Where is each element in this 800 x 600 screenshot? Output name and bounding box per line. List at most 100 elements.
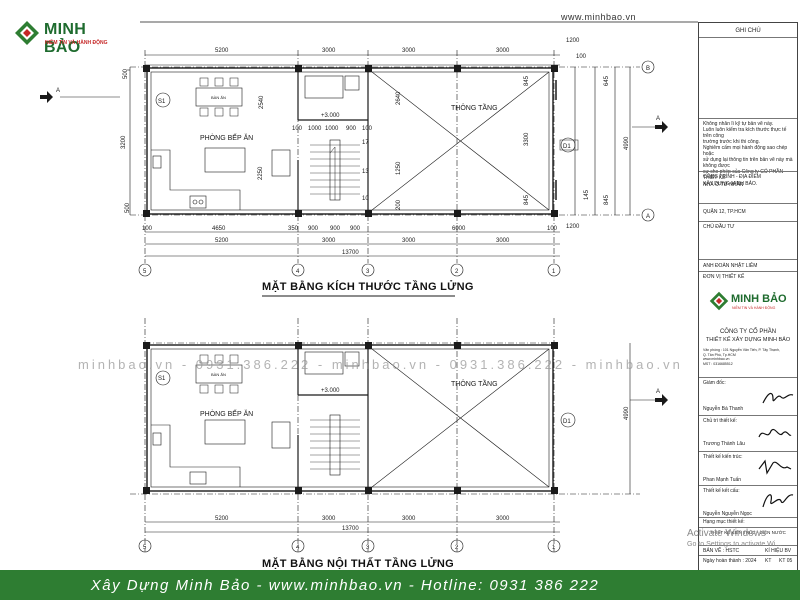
dim-bottom-plan-total: 13700: [342, 526, 359, 532]
label-level-2: +3.000: [321, 388, 340, 394]
dim-bot-detail-2: 4650: [212, 226, 226, 232]
dim-total: 13700: [342, 250, 359, 256]
title-block-logo: MINH BẢO NIỀM TIN VÀ HÀNH ĐỘNG: [709, 291, 789, 313]
plan-title-bottom: MẶT BẰNG NỘI THẤT TẦNG LỬNG: [262, 558, 454, 570]
grid-label-a: A: [646, 214, 650, 220]
dim-right-v-5: 645: [604, 75, 610, 86]
sheet-label: BẢN VẼ : HSTC: [703, 548, 740, 554]
footer-banner: Xây Dựng Minh Bảo - www.minhbao.vn - Hot…: [0, 570, 800, 600]
dim-right-v-4: 4990: [624, 136, 630, 150]
grid-label-4b: 4: [296, 545, 300, 551]
grid-label-5: 5: [143, 269, 147, 275]
stair-number-10: 10: [362, 196, 369, 202]
grid-label-3b: 3: [366, 545, 370, 551]
dim-left-1: 500: [123, 68, 129, 79]
dim-bottom-plan-1: 5200: [215, 516, 229, 522]
dim-right-v-1: 845: [524, 75, 530, 86]
structure-name: Nguyễn Nguyễn Ngọc: [703, 511, 752, 517]
architect-name: Phan Mạnh Tuấn: [703, 477, 742, 483]
label-void: THÔNG TẦNG: [451, 102, 498, 112]
company-line2: THIẾT KẾ XÂY DỰNG MINH BẢO: [705, 337, 791, 343]
watermark: minhbao.vn - 0931.386.222 - minhbao.vn -…: [78, 357, 683, 372]
dim-left-3: 500: [125, 202, 131, 213]
logo-name: MINH BẢO: [44, 21, 87, 56]
dim-bot-detail-7: 6000: [452, 226, 466, 232]
director-label: Giám đốc:: [703, 380, 726, 386]
project-location: QUẬN 12, TP.HCM: [703, 209, 746, 215]
dim-bottom-plan-4: 3000: [496, 516, 510, 522]
dim-bottom-plan-right: 4990: [624, 406, 630, 420]
sheet-no: KT 05: [779, 558, 793, 564]
dim-top-3: 3000: [402, 48, 416, 54]
grid-label-1: 1: [552, 269, 556, 275]
dim-bot-detail-4: 900: [308, 226, 319, 232]
sheet-code: KT: [765, 558, 772, 564]
dim-bot-detail-3: 350: [288, 226, 299, 232]
dim-inner-v-3: 2640: [396, 91, 402, 105]
design-lead-label: Chủ trì thiết kế:: [703, 418, 737, 424]
dim-top-2: 3000: [322, 48, 336, 54]
grid-label-1b: 1: [552, 545, 556, 551]
investor-label: CHỦ ĐẦU TƯ: [703, 224, 735, 230]
dim-right-top-1: 1200: [566, 38, 580, 44]
notes-header: GHI CHÚ: [735, 28, 761, 34]
dim-inner-5: 100: [362, 126, 373, 132]
structure-signature: [762, 494, 794, 508]
label-kitchen: PHÒNG BẾP ĂN: [200, 132, 253, 142]
project-label: CÔNG TRÌNH - ĐỊA ĐIỂM: [703, 174, 761, 180]
company-address: Văn phòng : 101 Nguyễn Văn Tiến, P. Tây …: [703, 348, 780, 366]
dim-bot-3: 3000: [402, 238, 416, 244]
structure-label: Thiết kế kết cấu:: [703, 488, 740, 494]
dim-inner-4: 900: [346, 126, 357, 132]
logo-diamond-icon-small: [709, 291, 729, 311]
dim-inner-1: 100: [292, 126, 303, 132]
symbol-label: KÍ HIỆU BV: [765, 548, 792, 554]
activate-windows-title: Activate Windows: [687, 528, 766, 539]
label-level: +3.000: [321, 113, 340, 119]
label-dining-table: BÀN ĂN: [211, 95, 226, 100]
dim-right-v-8: 1200: [566, 224, 580, 230]
director-name: Nguyễn Bá Thanh: [703, 406, 744, 412]
project-name: NHÀ Ở TƯ NHÂN: [703, 182, 744, 188]
dim-bot-detail-6: 900: [350, 226, 361, 232]
dim-bot-2: 3000: [322, 238, 336, 244]
label-void-2: THÔNG TẦNG: [451, 378, 498, 388]
architect-signature: [758, 459, 792, 475]
grid-label-5b: 5: [143, 545, 147, 551]
director-signature: [762, 392, 794, 404]
stair-number-13: 13: [362, 169, 369, 175]
dim-inner-v-4: 1250: [396, 161, 402, 175]
dim-bot-detail-8: 100: [547, 226, 558, 232]
design-unit-label: ĐƠN VỊ THIẾT KẾ: [703, 274, 745, 280]
title-block: GHI CHÚ Không nhân lì kỹ tự bản vẽ này. …: [698, 22, 798, 588]
dim-inner-v-1: 2540: [259, 95, 265, 109]
dim-bot-4: 3000: [496, 238, 510, 244]
label-dining-table-2: BÀN ĂN: [211, 372, 226, 377]
design-lead-signature: [758, 429, 792, 438]
dim-inner-v-5: 200: [396, 199, 402, 210]
date-label: Ngày hoàn thành : 2024: [703, 558, 757, 564]
dim-inner-v-2: 2250: [258, 166, 264, 180]
grid-label-4: 4: [296, 269, 300, 275]
section-mark-right: A: [656, 116, 660, 122]
dim-right-v-3: 845: [524, 194, 530, 205]
architect-label: Thiết kế kiến trúc:: [703, 454, 743, 460]
dim-inner-2: 1000: [308, 126, 322, 132]
dim-bottom-plan-2: 3000: [322, 516, 336, 522]
dim-bot-detail-1: 100: [142, 226, 153, 232]
floor-plans: 5200 3000 3000 3000 1200 100 100 1000 10…: [40, 21, 698, 553]
dim-top-1: 5200: [215, 48, 229, 54]
design-lead-name: Trương Thành Lâu: [703, 441, 745, 447]
dim-right-top-2: 100: [576, 54, 587, 60]
label-s1-2: S1: [158, 376, 166, 382]
grid-label-3: 3: [366, 269, 370, 275]
section-mark-left: A: [56, 88, 60, 94]
label-d1-2: D1: [563, 419, 571, 425]
investor-name: ANH ĐOÀN NHẬT LIÊM: [703, 263, 758, 269]
plan-title-top: MẶT BẰNG KÍCH THƯỚC TẦNG LỬNG: [262, 281, 474, 293]
grid-label-2: 2: [455, 269, 459, 275]
label-d1: D1: [563, 144, 571, 150]
item-label: Hạng mục thiết kế:: [703, 519, 745, 525]
item-value: THIẾT KẾ KIẾN TRÚC - ĐIỆN NƯỚC: [710, 530, 786, 535]
